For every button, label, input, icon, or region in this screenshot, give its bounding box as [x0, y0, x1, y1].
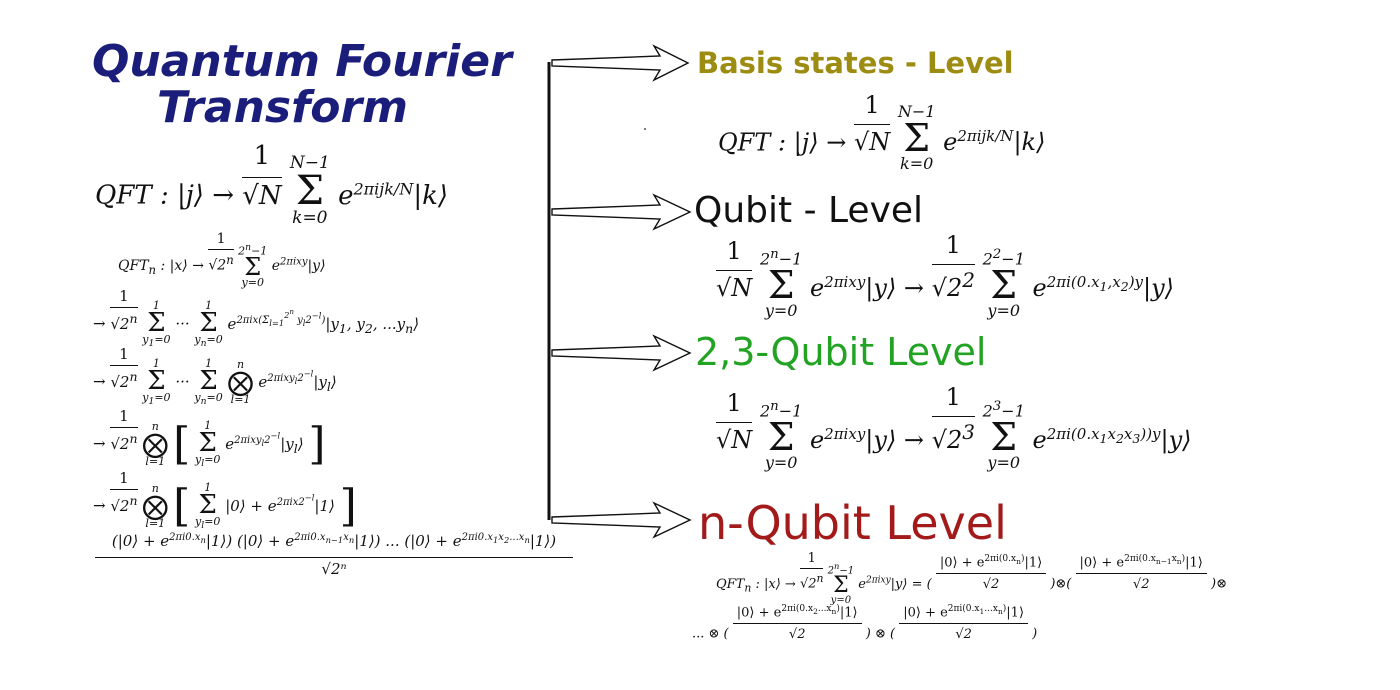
left-step-5: → 1√2n n ⨂ l=1 [ 1 Σ yl=0 |0⟩ + e2πix2−l…	[93, 469, 357, 532]
23-qubit-level-equation: 1√N 2n−1 Σ y=0 e2πixy|y⟩ → 1√23 23−1 Σ y…	[716, 383, 1192, 473]
left-step-4: → 1√2n n ⨂ l=1 [ 1 Σ yl=0 e2πixyl2−l|yl⟩…	[93, 407, 326, 470]
left-main-equation: QFT : |j⟩ → 1√N N−1 Σ k=0 e2πijk/N|k⟩	[95, 141, 448, 228]
arrow-basis-states	[551, 44, 690, 82]
heading-n-qubit-level: n-Qubit Level	[698, 496, 1007, 550]
arrow-n-qubit-level	[551, 501, 692, 539]
heading-23-qubit-level: 2,3-Qubit Level	[695, 330, 987, 374]
left-final-numerator: (|0⟩ + e2πi0.xn|1⟩) (|0⟩ + e2πi0.xn−1xn|…	[111, 532, 557, 550]
n-qubit-level-equation-line2: ... ⊗ ( |0⟩ + e2πi(0.x2...xn)|1⟩√2 ) ⊗ (…	[692, 604, 1038, 642]
arrow-qubit-level	[551, 193, 692, 231]
left-final-denominator: √2ⁿ	[321, 560, 347, 578]
heading-qubit-level: Qubit - Level	[694, 190, 924, 231]
heading-basis-states: Basis states - Level	[697, 46, 1014, 80]
stray-dot	[644, 128, 646, 130]
title-line2: Transform	[157, 82, 409, 133]
left-step-1: QFTn : |x⟩ → 1√2n 2n−1 Σ y=0 e2πixy|y⟩	[118, 231, 326, 290]
arrow-23-qubit-level	[551, 334, 692, 372]
left-final-fraction-bar	[95, 557, 573, 558]
basis-states-equation: QFT : |j⟩ → 1√N N−1 Σ k=0 e2πijk/N|k⟩	[718, 91, 1046, 173]
n-qubit-level-equation-line1: QFTn : |x⟩ → 1√2n 2n−1 Σ y=0 e2πixy|y⟩ =…	[716, 551, 1227, 606]
left-step-3: → 1√2n 1 Σ y1=0 ··· 1 Σ yn=0 n ⨂ l=1 e2π…	[93, 345, 337, 408]
title-line1: Quantum Fourier	[92, 36, 512, 87]
qubit-level-equation: 1√N 2n−1 Σ y=0 e2πixy|y⟩ → 1√22 22−1 Σ y…	[716, 231, 1175, 321]
left-step-2: → 1√2n 1 Σ y1=0 ··· 1 Σ yn=0 e2πix(Σl=12…	[93, 287, 420, 350]
